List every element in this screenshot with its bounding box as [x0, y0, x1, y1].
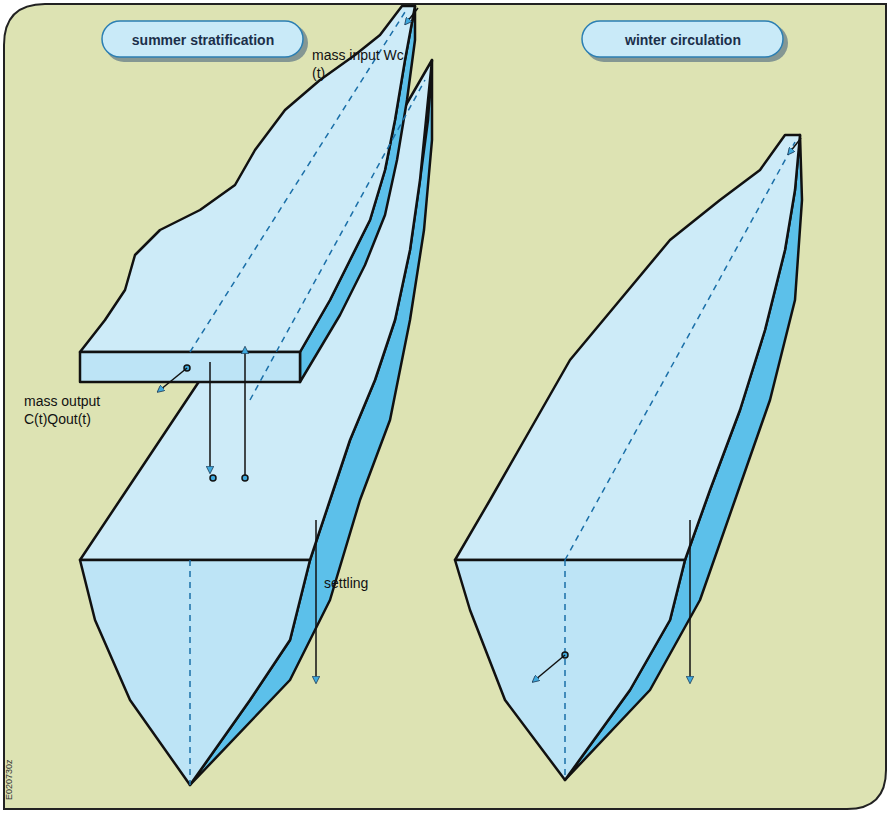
- title-pill: winter circulation: [581, 20, 786, 60]
- output-label: mass output C(t)Qout(t): [24, 392, 120, 428]
- winter-lake: [455, 135, 802, 780]
- settling-label: settling: [324, 574, 404, 592]
- flux-arrows: [160, 8, 801, 680]
- summer-epilimnion: [80, 6, 415, 382]
- pill-text: summer stratification: [132, 32, 274, 48]
- title-pill: summer stratification: [101, 20, 306, 60]
- pill-text: winter circulation: [625, 32, 741, 48]
- input-label: mass input Wc (t): [312, 46, 408, 82]
- figure-code: E020730z: [4, 759, 14, 800]
- background-panel: [4, 4, 886, 809]
